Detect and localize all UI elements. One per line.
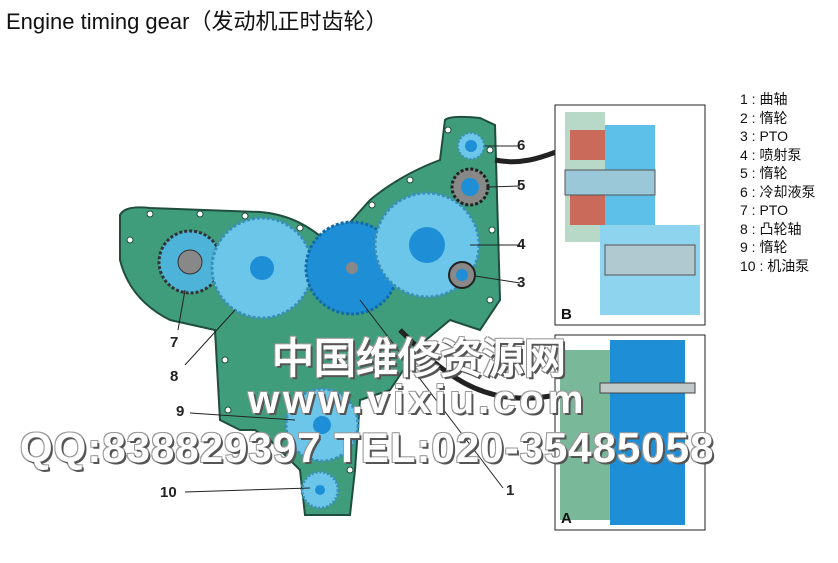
callout-3: 3 [517, 274, 526, 291]
legend-item: 10 : 机油泵 [740, 257, 810, 274]
callout-4: 4 [517, 236, 526, 253]
gear-6-coolant-pump [457, 132, 485, 160]
watermark-url: www.vixiu.com [248, 378, 588, 422]
legend-item: 2 : 惰轮 [740, 109, 788, 126]
legend-item: 3 : PTO [740, 128, 788, 144]
page-title: Engine timing gear（发动机正时齿轮） [6, 9, 388, 34]
callout-5: 5 [517, 177, 526, 194]
legend-item: 5 : 惰轮 [740, 165, 788, 181]
callout-1: 1 [506, 482, 515, 499]
callout-9: 9 [176, 403, 185, 420]
watermark-site-name: 中国维修资源网 [272, 335, 567, 382]
watermark-contact: QQ:838829397 TEL:020-35485058 [20, 424, 715, 471]
parts-legend: 1 : 曲轴 2 : 惰轮 3 : PTO 4 : 喷射泵 5 : 惰轮 6 :… [740, 90, 815, 275]
legend-item: 8 : 凸轮轴 [740, 220, 802, 237]
legend-item: 4 : 喷射泵 [740, 146, 802, 163]
gear-10-oil-pump [300, 470, 340, 510]
callout-7: 7 [170, 334, 179, 351]
legend-item: 9 : 惰轮 [740, 239, 788, 255]
detail-b-label: B [561, 306, 572, 323]
leader-lines [177, 145, 521, 493]
gear-3-pto [448, 261, 476, 289]
detail-a-pointer [398, 328, 557, 401]
callout-8: 8 [170, 368, 179, 385]
gear-9-idler [284, 387, 360, 463]
detail-a-label: A [561, 510, 572, 527]
legend-item: 6 : 冷却液泵 [740, 183, 816, 200]
legend-item: 7 : PTO [740, 202, 788, 218]
callout-10: 10 [160, 484, 177, 501]
gear-5-idler [450, 167, 490, 207]
gear-8-camshaft [210, 216, 314, 320]
detail-b-pointer [494, 149, 557, 165]
legend-item: 1 : 曲轴 [740, 91, 788, 107]
callout-6: 6 [517, 137, 526, 154]
